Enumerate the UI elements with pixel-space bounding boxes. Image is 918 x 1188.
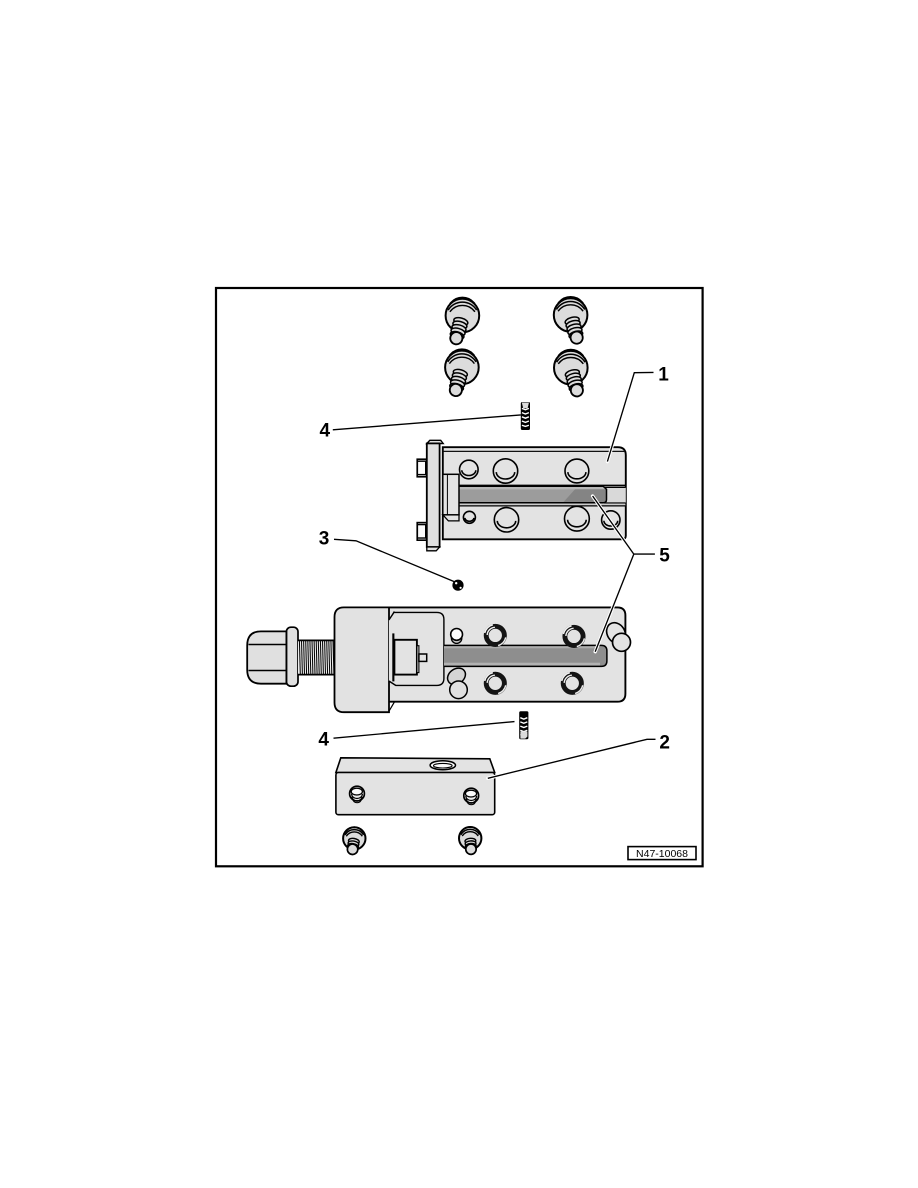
svg-text:1: 1	[658, 364, 669, 385]
svg-text:3: 3	[319, 529, 330, 550]
svg-text:N47-10068: N47-10068	[636, 848, 688, 860]
svg-text:5: 5	[659, 546, 670, 567]
svg-text:4: 4	[320, 421, 331, 442]
svg-text:4: 4	[318, 729, 329, 750]
svg-text:2: 2	[659, 732, 670, 753]
